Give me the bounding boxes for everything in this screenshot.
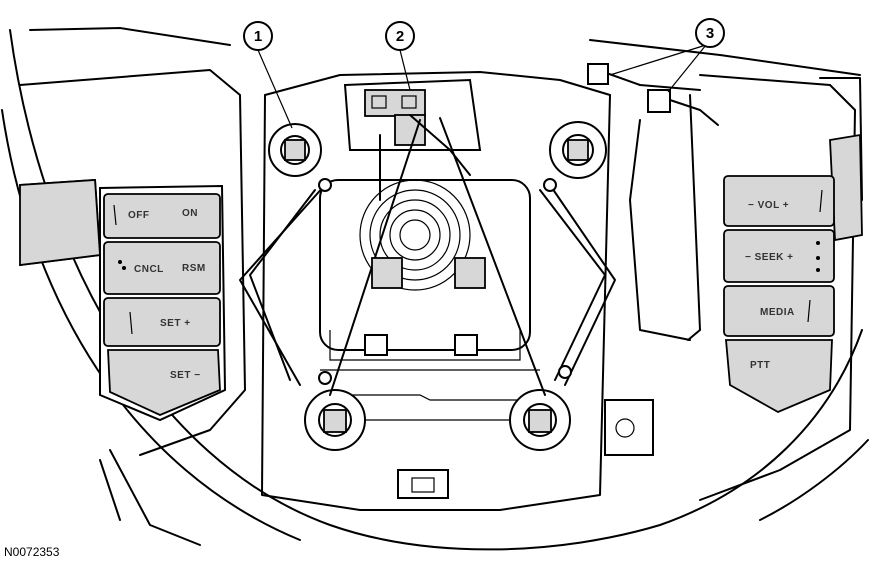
volume-label: − VOL +: [748, 200, 789, 211]
on-off-button: [103, 193, 221, 239]
left-switch-assembly: OFF ON CNCL RSM SET + SET −: [99, 184, 227, 422]
media-button: [723, 285, 835, 337]
callout-3: 3: [695, 18, 725, 48]
right-spoke-housing: [687, 74, 863, 501]
callout-3-number: 3: [706, 25, 714, 42]
media-label: MEDIA: [760, 307, 795, 318]
volume-button: [723, 175, 835, 227]
callout-2: 2: [385, 21, 415, 51]
horn-connectors: [364, 257, 486, 356]
wiring-harness: [587, 63, 719, 456]
callout-leaders: [257, 44, 707, 129]
callout-1-number: 1: [254, 28, 262, 45]
on-off-label-off: OFF: [128, 210, 150, 221]
resume-label: RSM: [182, 263, 206, 274]
set-minus-label: SET −: [170, 370, 201, 381]
callout-2-number: 2: [396, 28, 404, 45]
ptt-label: PTT: [750, 360, 770, 371]
horn-spring-wire: [239, 117, 616, 396]
on-off-label-on: ON: [182, 208, 198, 219]
cancel-resume-button: [103, 241, 221, 295]
figure-id: N0072353: [4, 545, 60, 559]
seek-label: − SEEK +: [745, 252, 793, 263]
set-minus-button: [107, 349, 221, 416]
ptt-button: [725, 339, 833, 414]
seek-button: [723, 229, 835, 283]
set-plus-button: [103, 297, 221, 347]
callout-1: 1: [243, 21, 273, 51]
hub-frame: [261, 71, 611, 511]
airbag-retaining-clips: [268, 121, 607, 451]
cancel-label: CNCL: [134, 264, 164, 275]
steering-wheel-rim: [1, 27, 869, 551]
right-switch-assembly: − VOL + − SEEK + MEDIA PTT: [723, 175, 835, 414]
set-plus-label: SET +: [160, 318, 191, 329]
